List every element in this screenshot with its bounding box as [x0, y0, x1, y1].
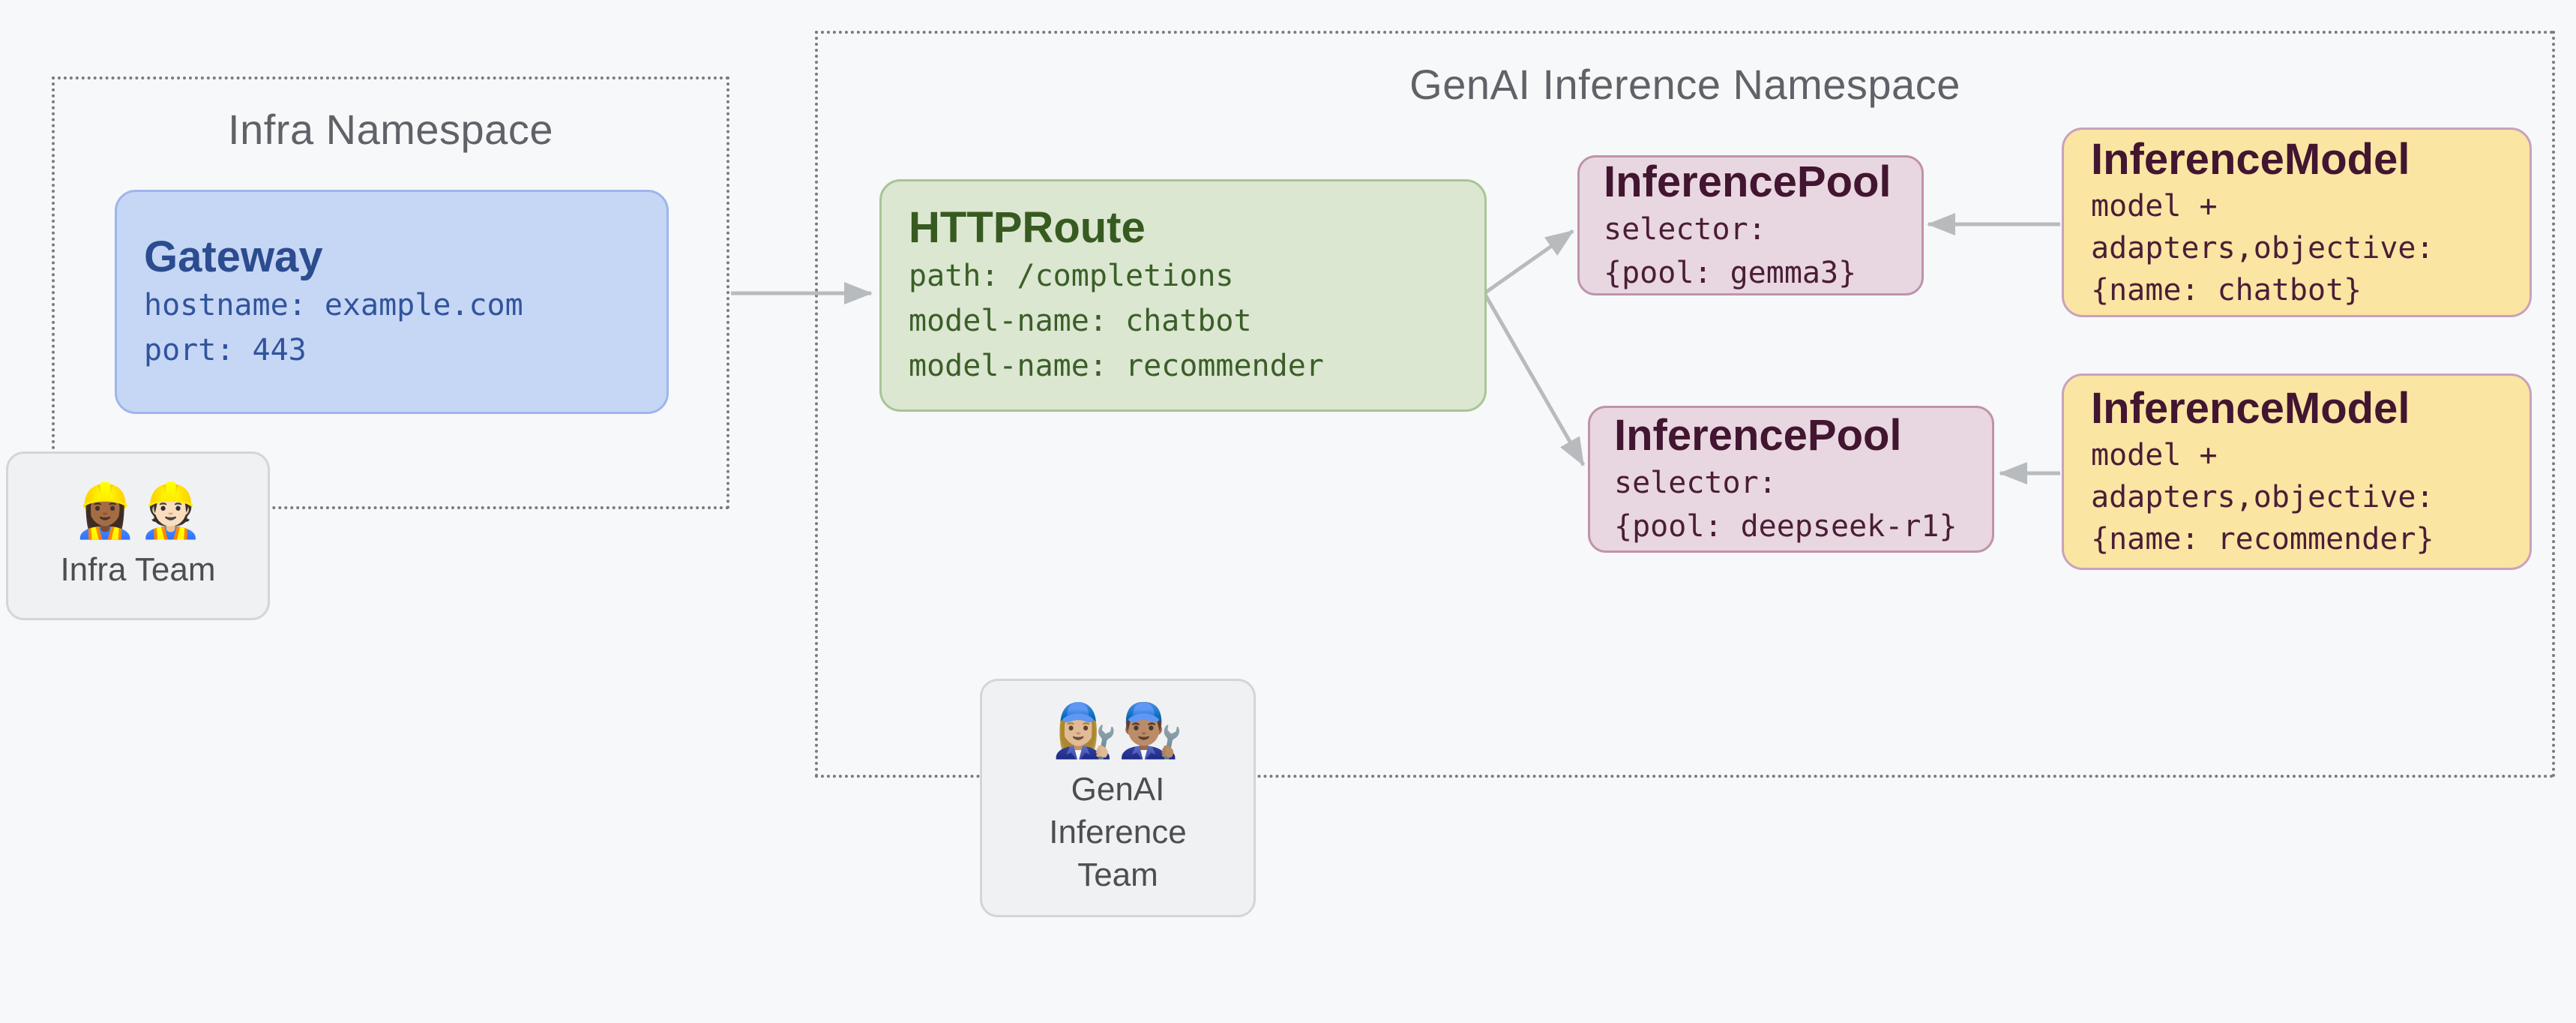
infra-namespace-title: Infra Namespace [228, 106, 553, 153]
node-inferencepool-deepseek[interactable]: InferencePool selector: {pool: deepseek-… [1588, 406, 1994, 553]
node-gateway[interactable]: Gateway hostname: example.com port: 443 [115, 190, 669, 414]
node-inferencemodel-chatbot[interactable]: InferenceModel model + adapters,objectiv… [2062, 128, 2532, 317]
model-recommender-line2: adapters,objective: [2091, 480, 2434, 514]
man-construction-worker-icon: 👷🏻 [138, 482, 204, 540]
httproute-title: HTTPRoute [909, 203, 1146, 252]
genai-team-box[interactable]: 👩🏼‍🔧👨🏽‍🔧 GenAI Inference Team [980, 679, 1256, 917]
pool-deepseek-value: {pool: deepseek-r1} [1614, 509, 1957, 544]
pool-gemma3-title: InferencePool [1604, 157, 1892, 206]
woman-construction-worker-icon: 👷🏾‍♀️ [72, 482, 138, 540]
pool-gemma3-selector: selector: [1604, 212, 1766, 247]
man-mechanic-icon: 👨🏽‍🔧 [1118, 700, 1184, 760]
pool-gemma3-value: {pool: gemma3} [1604, 255, 1857, 290]
model-chatbot-title: InferenceModel [2091, 134, 2410, 184]
model-recommender-title: InferenceModel [2091, 384, 2410, 433]
node-httproute[interactable]: HTTPRoute path: /completions model-name:… [879, 179, 1487, 412]
model-chatbot-line1: model + [2091, 188, 2218, 224]
woman-mechanic-icon: 👩🏼‍🔧 [1052, 700, 1118, 760]
gateway-hostname: hostname: example.com [144, 287, 523, 322]
genai-team-emojis: 👩🏼‍🔧👨🏽‍🔧 [1053, 700, 1183, 760]
pool-deepseek-selector: selector: [1614, 466, 1777, 500]
infra-team-box[interactable]: 👷🏾‍♀️👷🏻 Infra Team [6, 452, 270, 620]
httproute-model-chatbot: model-name: chatbot [909, 304, 1252, 338]
httproute-path: path: /completions [909, 259, 1234, 293]
genai-namespace-box [815, 31, 2555, 778]
infra-team-emojis: 👷🏾‍♀️👷🏻 [73, 481, 203, 541]
httproute-model-recommender: model-name: recommender [909, 349, 1324, 383]
genai-namespace-title: GenAI Inference Namespace [1409, 61, 1960, 108]
model-recommender-line1: model + [2091, 438, 2218, 472]
infra-team-label: Infra Team [60, 551, 216, 588]
node-inferencemodel-recommender[interactable]: InferenceModel model + adapters,objectiv… [2062, 374, 2532, 570]
model-chatbot-line2: adapters,objective: [2091, 230, 2434, 266]
gateway-title-text: Gateway [144, 232, 323, 281]
pool-deepseek-title: InferencePool [1614, 411, 1902, 460]
gateway-port: port: 443 [144, 332, 307, 368]
infra-namespace-box [52, 76, 729, 509]
model-chatbot-line3: {name: chatbot} [2091, 272, 2362, 308]
model-recommender-line3: {name: recommender} [2091, 522, 2434, 556]
genai-team-label: GenAI Inference Team [1049, 770, 1187, 893]
node-inferencepool-gemma3[interactable]: InferencePool selector: {pool: gemma3} [1577, 155, 1924, 296]
